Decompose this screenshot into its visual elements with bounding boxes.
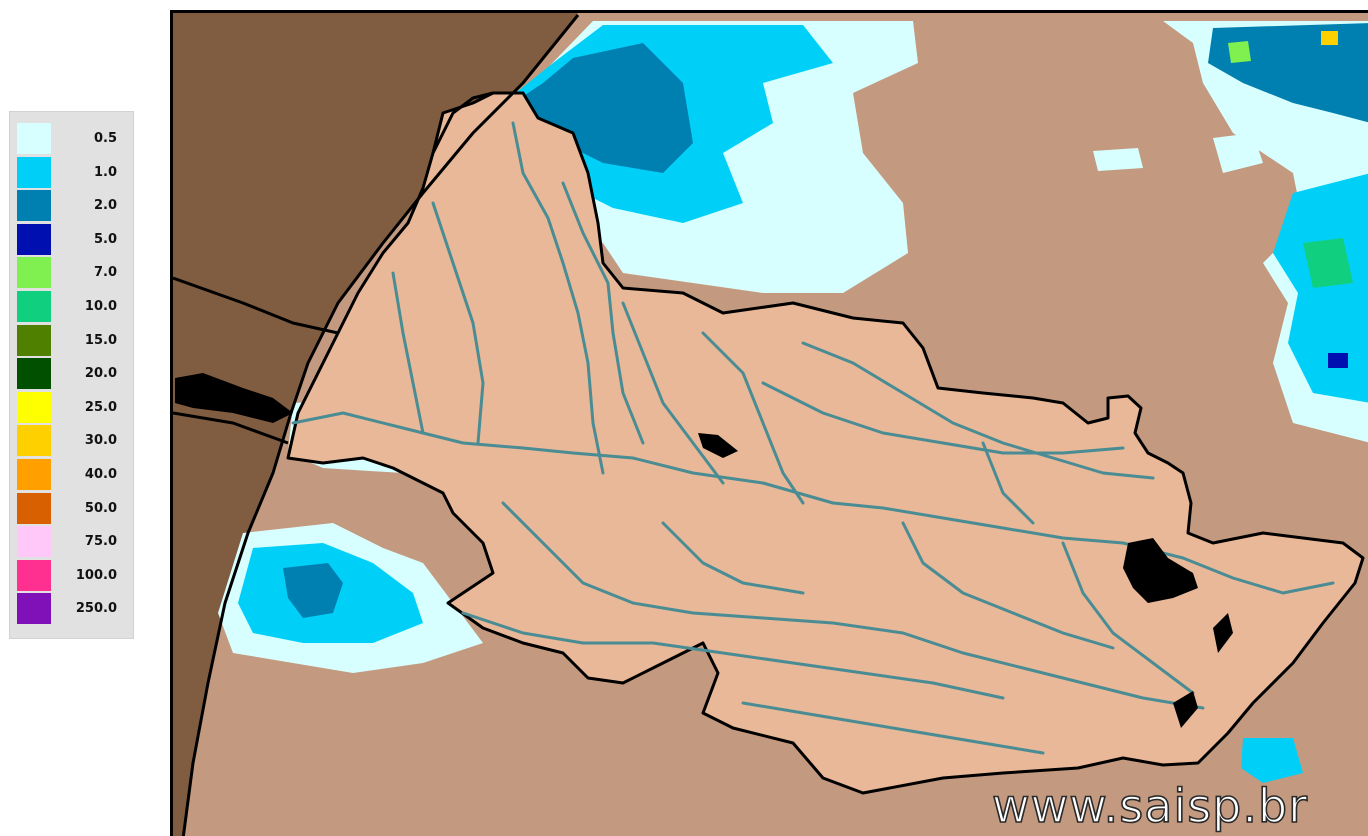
legend-label: 50.0 <box>84 500 117 516</box>
river <box>501 501 1205 710</box>
legend-swatch <box>17 459 51 490</box>
legend-item: 75.0 <box>17 526 131 558</box>
river <box>1061 541 1195 695</box>
river-network <box>291 121 1335 755</box>
legend-label: 20.0 <box>84 366 117 382</box>
precipitation-legend: 0.5 1.0 2.0 5.0 7.0 10.0 15.0 20.0 25.0 30.0 40.0 5… <box>9 111 134 639</box>
legend-swatch <box>17 156 51 188</box>
river <box>801 341 1155 480</box>
river <box>511 121 605 475</box>
legend-label: 100.0 <box>75 567 117 583</box>
legend-swatch <box>17 391 51 423</box>
watermark-text: www.saisp.br <box>991 778 1309 834</box>
legend-swatch <box>17 526 51 558</box>
legend-item: 40.0 <box>17 459 131 490</box>
legend-item: 25.0 <box>17 391 131 423</box>
rain-echo <box>1241 738 1303 783</box>
legend-item: 100.0 <box>17 559 131 591</box>
legend-label: 40.0 <box>84 467 117 482</box>
river <box>661 521 805 595</box>
rain-echo <box>1321 31 1338 45</box>
legend-label: 7.0 <box>93 265 117 281</box>
river <box>701 331 805 505</box>
legend-swatch <box>17 291 51 322</box>
river-basin <box>286 91 1365 795</box>
legend-item: 1.0 <box>17 156 131 188</box>
coastline <box>181 14 580 836</box>
legend-item: 5.0 <box>17 223 131 255</box>
borders <box>173 14 580 836</box>
legend-swatch <box>17 257 51 289</box>
legend-label: 75.0 <box>84 534 117 550</box>
reservoir <box>1213 613 1233 653</box>
reservoir <box>175 373 293 423</box>
rain-echo <box>1303 238 1353 288</box>
river <box>431 201 485 445</box>
legend-label: 2.0 <box>93 198 117 214</box>
reservoir <box>1123 538 1198 603</box>
river <box>981 441 1035 525</box>
legend-label: 10.0 <box>84 299 117 314</box>
river <box>1181 556 1335 595</box>
legend-item: 30.0 <box>17 425 131 457</box>
legend-swatch <box>17 559 51 591</box>
legend-item: 50.0 <box>17 492 131 524</box>
border-line <box>173 276 339 335</box>
legend-swatch <box>17 123 51 154</box>
legend-item: 10.0 <box>17 291 131 322</box>
river <box>391 271 425 435</box>
legend-label: 1.0 <box>93 164 117 180</box>
legend-swatch <box>17 492 51 524</box>
legend-label: 0.5 <box>93 131 117 146</box>
rain-echo <box>1213 133 1263 173</box>
legend-label: 5.0 <box>93 231 117 247</box>
reservoir <box>698 433 738 458</box>
rain-echo <box>1228 41 1251 63</box>
reservoirs <box>175 373 1233 728</box>
radar-precipitation-map <box>170 10 1368 836</box>
legend-label: 30.0 <box>84 433 117 449</box>
rain-echo <box>283 563 343 618</box>
main-river <box>291 411 1185 560</box>
legend-swatch <box>17 358 51 390</box>
border-line <box>431 91 494 154</box>
legend-label: 25.0 <box>84 399 117 415</box>
river <box>741 701 1045 755</box>
legend-item: 15.0 <box>17 324 131 356</box>
river <box>561 181 645 445</box>
legend-swatch <box>17 190 51 222</box>
legend-item: 250.0 <box>17 593 131 625</box>
legend-swatch <box>17 324 51 356</box>
river <box>761 381 1125 455</box>
legend-label: 15.0 <box>84 332 117 348</box>
river <box>621 301 725 485</box>
legend-item: 20.0 <box>17 358 131 390</box>
legend-label: 250.0 <box>75 601 117 617</box>
river <box>901 521 1115 650</box>
river <box>461 611 1005 700</box>
legend-item: 0.5 <box>17 123 131 154</box>
legend-swatch <box>17 425 51 457</box>
legend-swatch <box>17 593 51 625</box>
legend-item: 2.0 <box>17 190 131 222</box>
legend-item: 7.0 <box>17 257 131 289</box>
legend-swatch <box>17 223 51 255</box>
rain-echo <box>1093 148 1143 171</box>
rain-echo <box>1273 173 1368 403</box>
ocean-area <box>173 13 578 836</box>
rain-echo <box>1328 353 1348 368</box>
reservoir <box>1173 691 1198 728</box>
border-line <box>173 411 289 445</box>
